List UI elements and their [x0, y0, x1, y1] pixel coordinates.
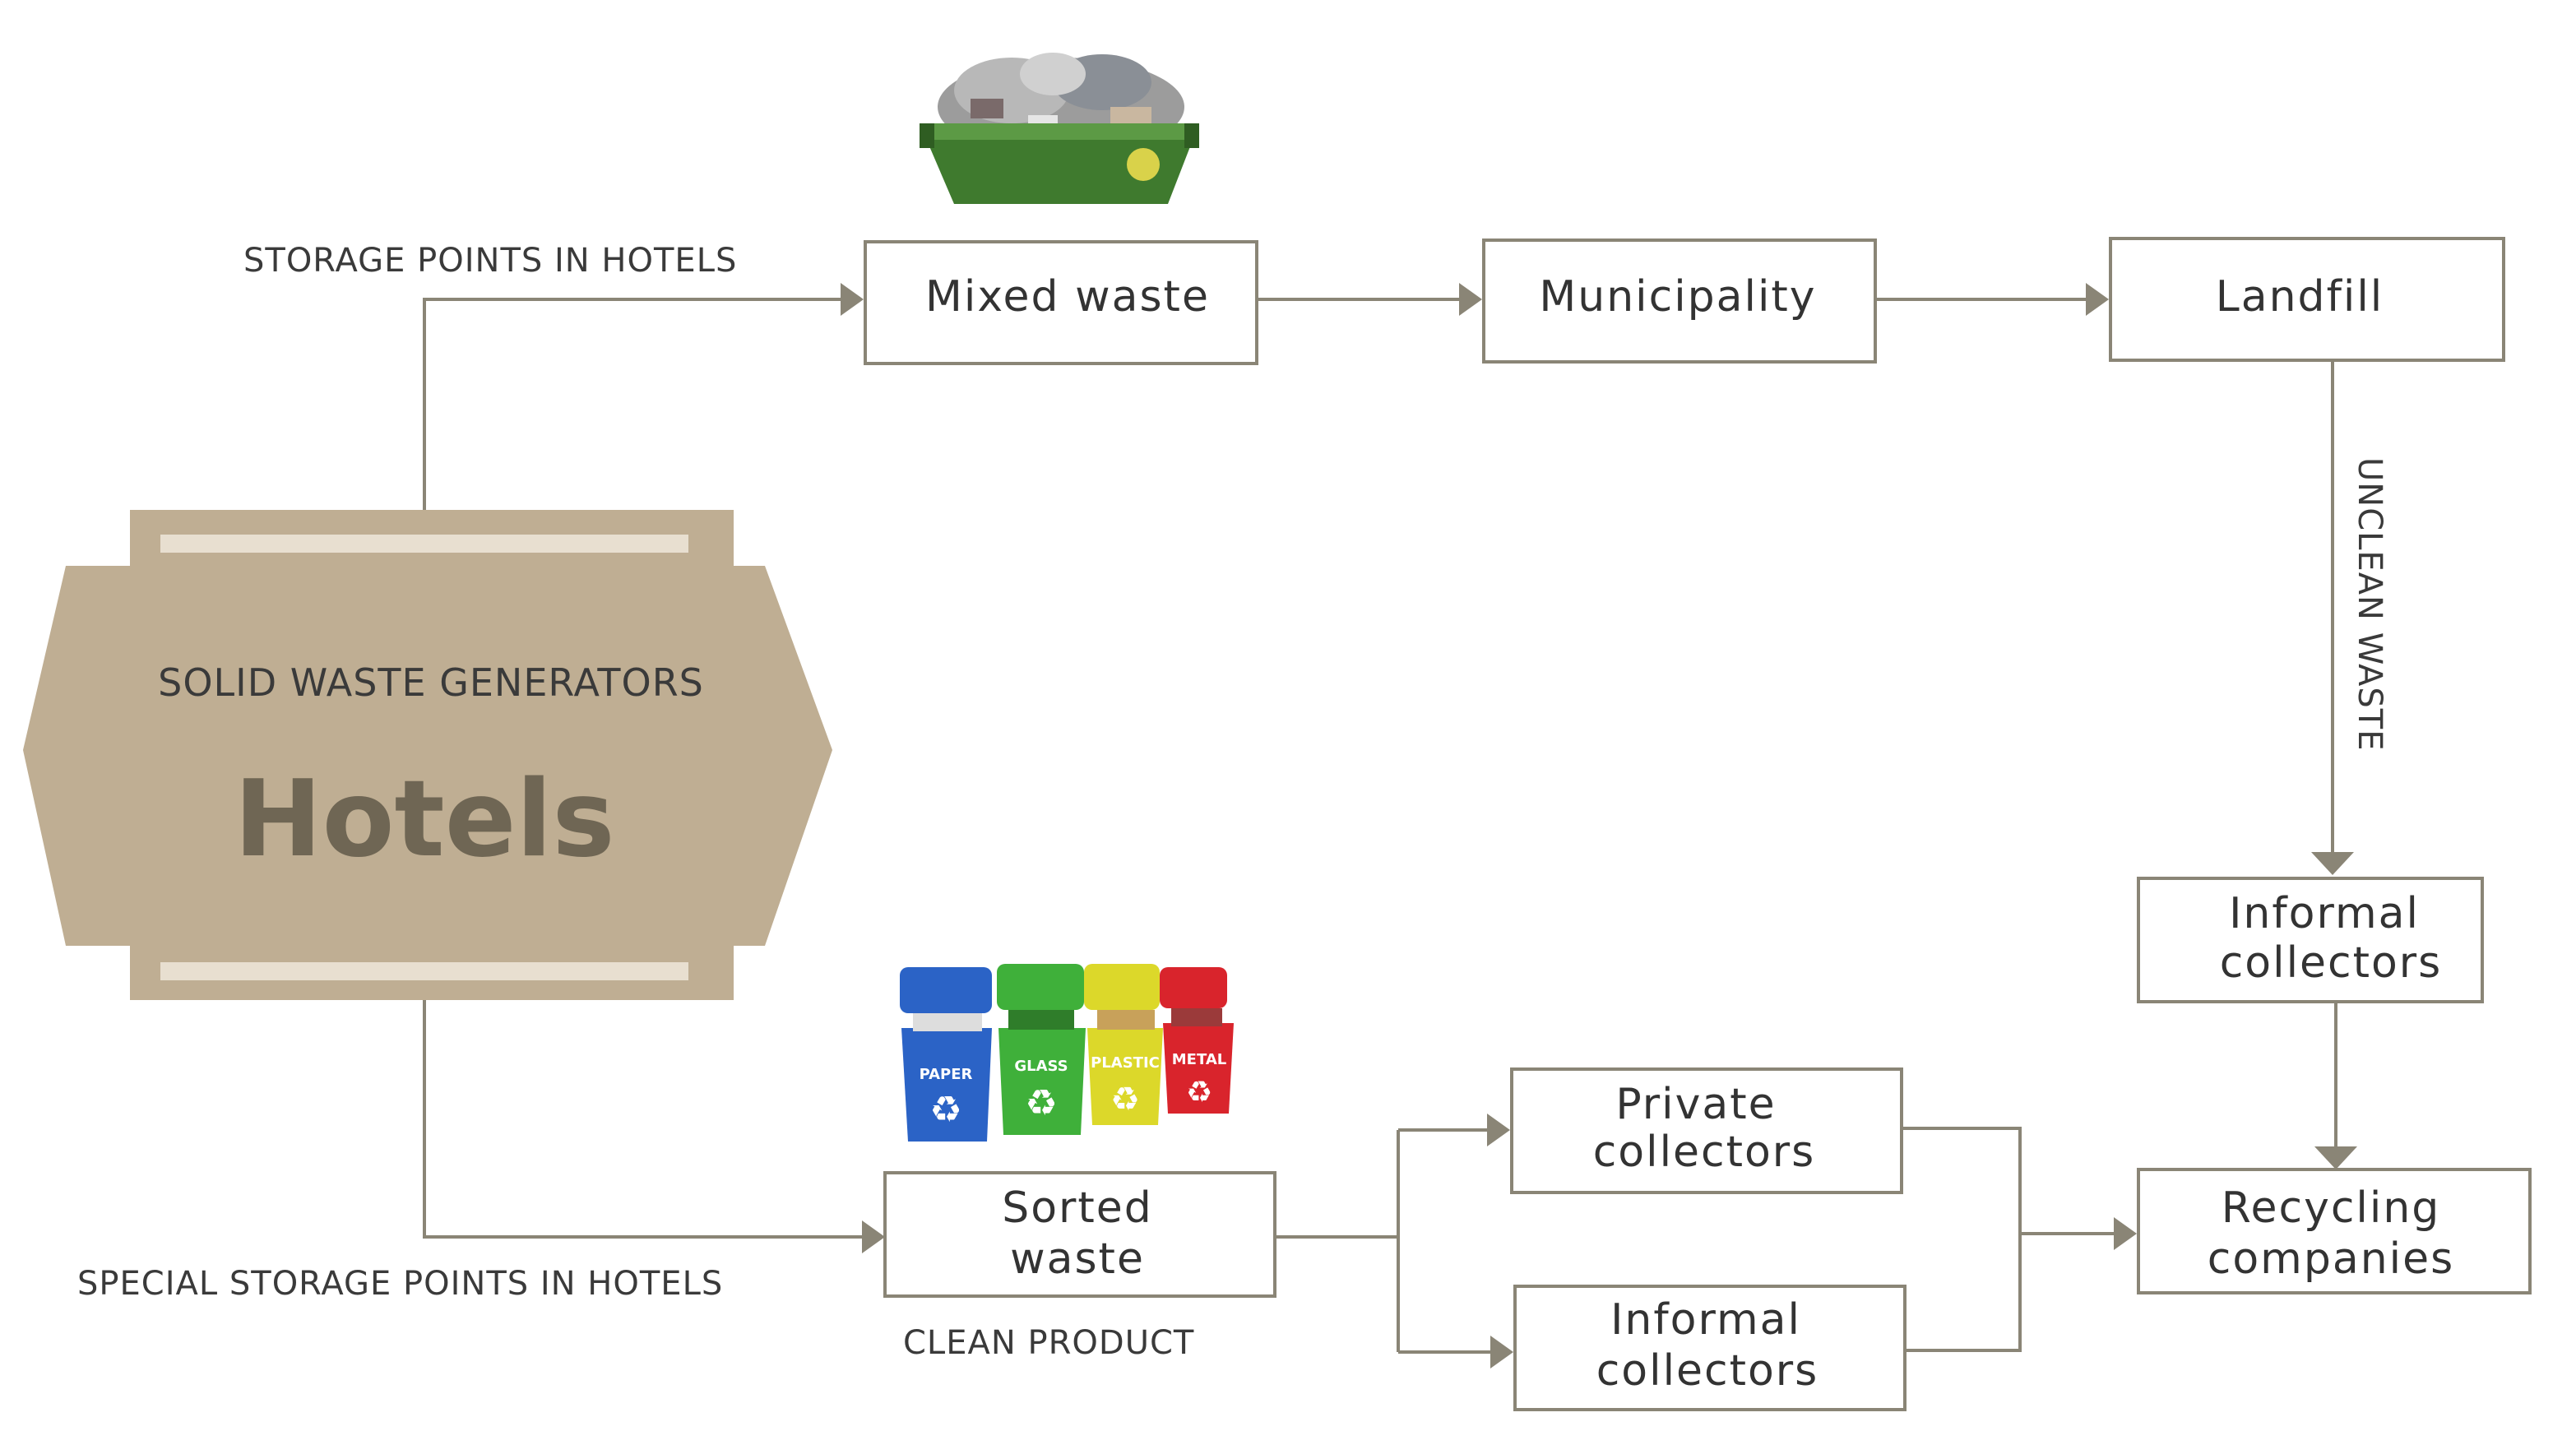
svg-text:Private: Private [1615, 1080, 1776, 1129]
node-municipality: Municipality [1482, 238, 1877, 364]
generator-title: Hotels [234, 758, 614, 881]
label-storage-points: STORAGE POINTS IN HOTELS [243, 242, 737, 280]
arrowhead [2311, 852, 2354, 875]
node-recycling-companies: Recycling companies [2137, 1168, 2532, 1294]
bin-label-glass: GLASS [1014, 1058, 1068, 1075]
arrowhead [1459, 283, 1482, 316]
svg-text:Landfill: Landfill [2216, 272, 2384, 322]
svg-text:Sorted: Sorted [1002, 1183, 1153, 1233]
node-landfill: Landfill [2109, 237, 2505, 362]
recycling-bins-icon: PAPER ♻ GLASS ♻ PLASTIC ♻ METAL ♻ [900, 964, 1234, 1142]
svg-text:Informal: Informal [1610, 1295, 1801, 1345]
label-unclean-waste: UNCLEAN WASTE [2351, 457, 2388, 752]
arrowhead [1487, 1114, 1510, 1146]
arrowhead [1490, 1336, 1513, 1368]
svg-text:Municipality: Municipality [1539, 272, 1816, 322]
svg-text:collectors: collectors [1593, 1128, 1816, 1177]
svg-text:companies: companies [2208, 1234, 2454, 1284]
node-informal-collectors-bottom: Informal collectors [1513, 1285, 1907, 1411]
arrowhead [2314, 1146, 2357, 1169]
connector-generator-mixed [423, 298, 847, 510]
svg-text:♻: ♻ [1186, 1076, 1212, 1109]
svg-text:♻: ♻ [929, 1089, 961, 1131]
label-clean-product: CLEAN PRODUCT [903, 1324, 1194, 1362]
node-sorted-waste: Sorted waste [883, 1171, 1276, 1298]
svg-text:♻: ♻ [1025, 1082, 1057, 1124]
bin-label-plastic: PLASTIC [1091, 1054, 1160, 1072]
generator-subtitle: SOLID WASTE GENERATORS [158, 660, 704, 705]
bin-label-metal: METAL [1172, 1051, 1227, 1068]
node-mixed-waste: Mixed waste [864, 240, 1258, 365]
svg-text:Informal: Informal [2229, 889, 2420, 938]
connectors [423, 283, 2357, 1368]
svg-text:Recycling: Recycling [2222, 1183, 2441, 1233]
svg-text:Mixed waste: Mixed waste [925, 272, 1210, 322]
svg-text:waste: waste [1010, 1234, 1145, 1284]
generator-hexagon: SOLID WASTE GENERATORS Hotels [23, 510, 832, 1000]
hexagon-bottom-stripe [160, 962, 688, 980]
label-special-storage-points: SPECIAL STORAGE POINTS IN HOTELS [77, 1265, 723, 1303]
arrowhead [2114, 1217, 2137, 1250]
bin-label-paper: PAPER [920, 1066, 973, 1083]
hexagon-top-stripe [160, 535, 688, 553]
svg-text:collectors: collectors [2220, 938, 2443, 988]
connector-merge [1902, 1127, 2022, 1352]
connector-generator-sorted [423, 1000, 869, 1239]
arrowhead [2086, 283, 2109, 316]
arrowhead [841, 283, 864, 316]
waste-skip-icon [920, 53, 1199, 204]
node-informal-collectors-top: Informal collectors [2137, 877, 2484, 1003]
svg-text:♻: ♻ [1110, 1081, 1140, 1118]
svg-text:collectors: collectors [1596, 1346, 1819, 1396]
arrowhead [862, 1220, 885, 1253]
node-private-collectors: Private collectors [1510, 1067, 1903, 1194]
